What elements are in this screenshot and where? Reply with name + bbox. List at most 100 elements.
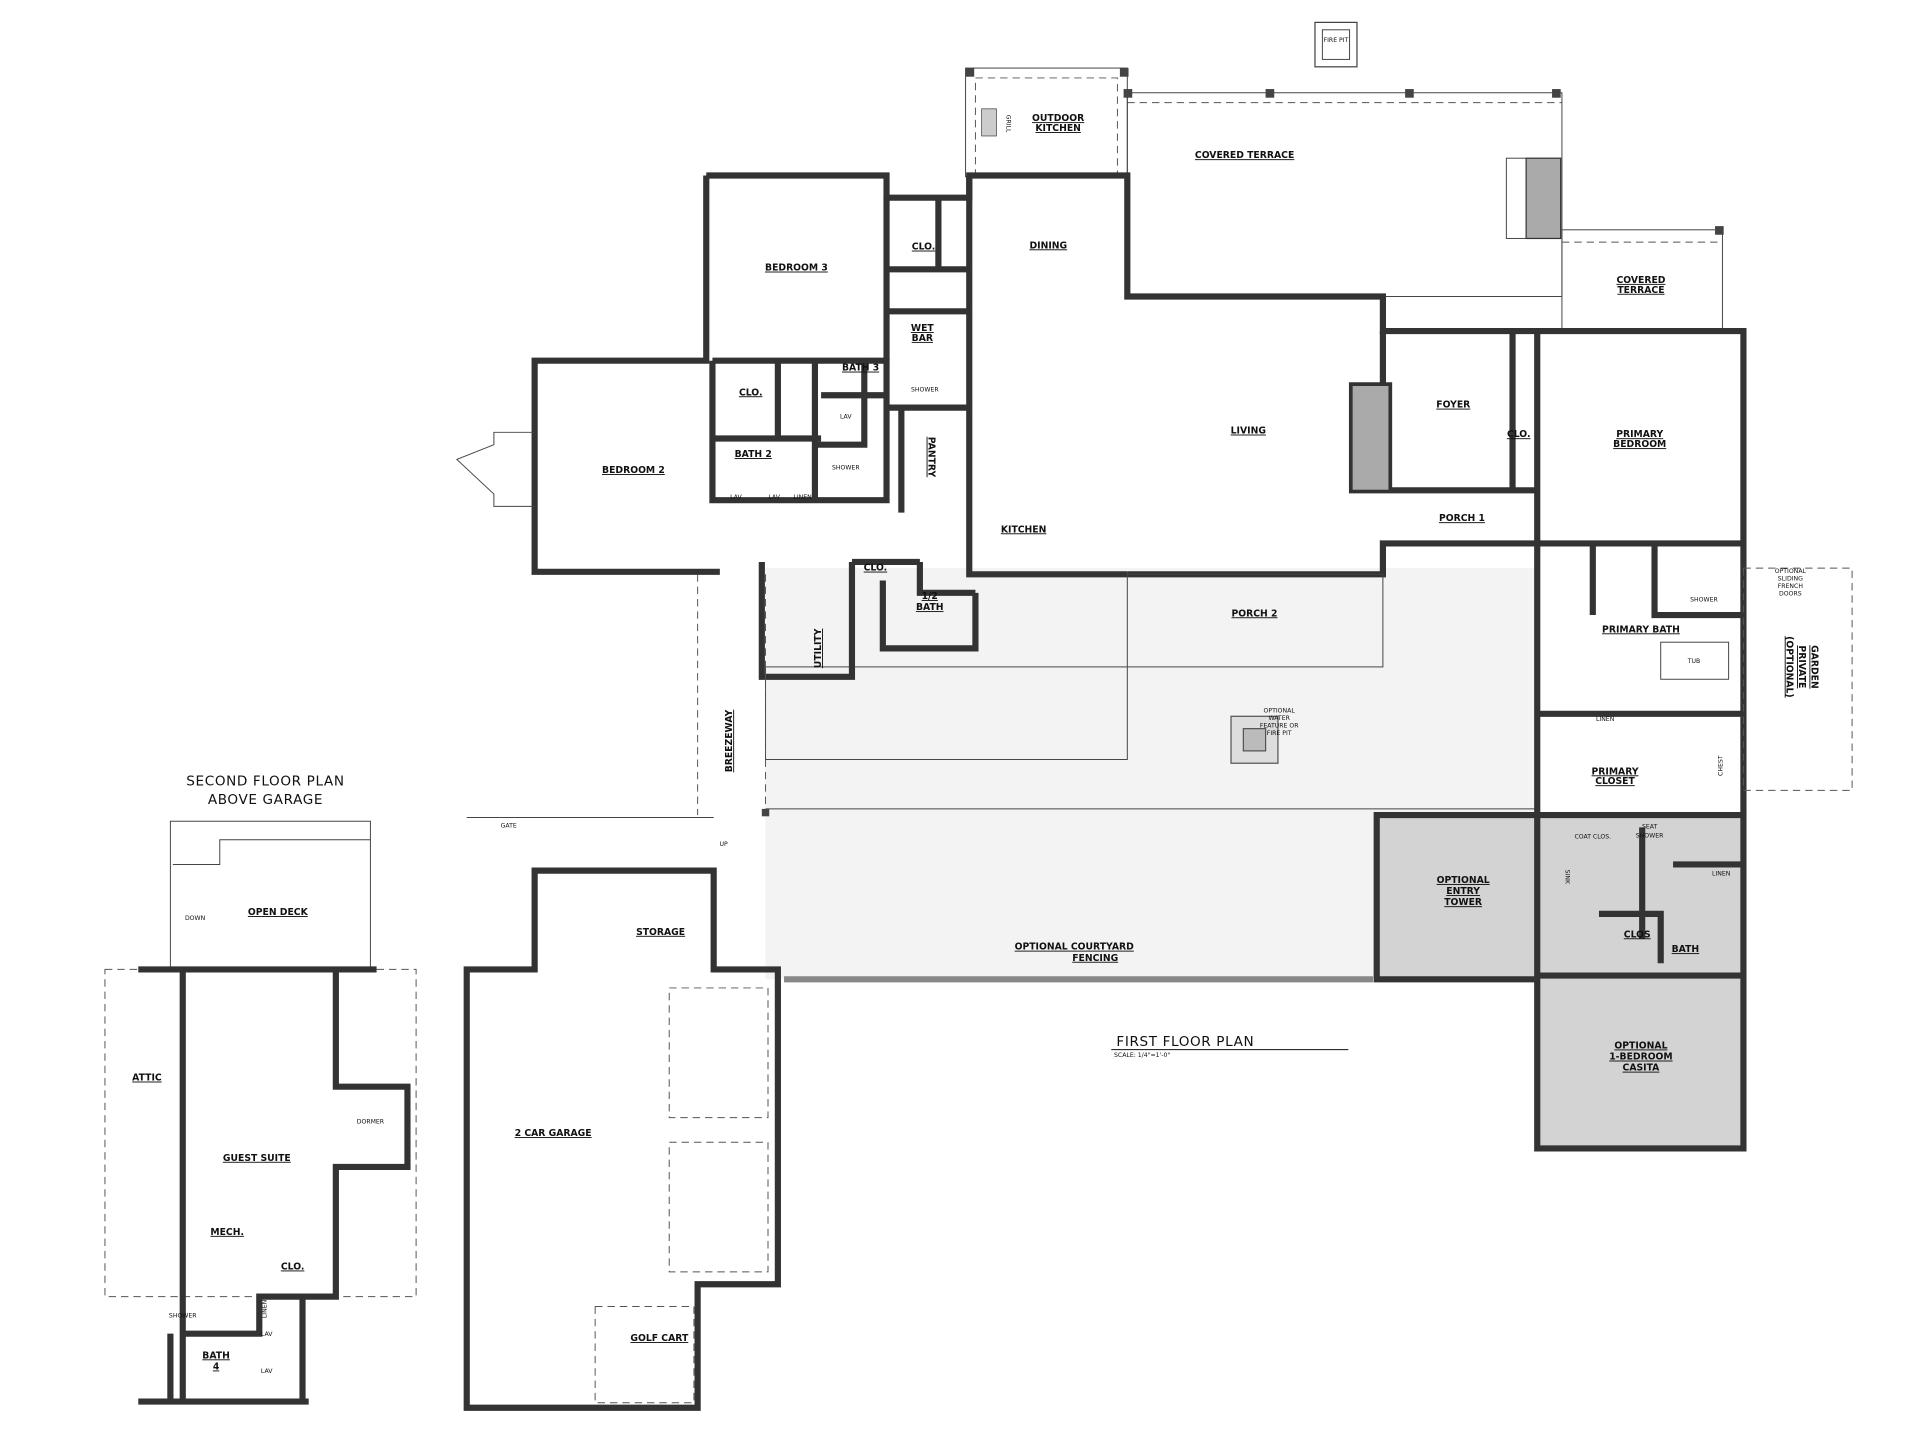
svg-text:BATH 3: BATH 3	[842, 363, 879, 374]
svg-text:2 CAR GARAGE: 2 CAR GARAGE	[515, 1128, 592, 1139]
svg-text:OPTIONAL: OPTIONAL	[1264, 708, 1296, 715]
svg-text:SEAT: SEAT	[1642, 824, 1658, 831]
terrace-fireplace	[1525, 157, 1562, 240]
svg-text:FIRE PIT: FIRE PIT	[1267, 730, 1292, 737]
svg-text:DINING: DINING	[1029, 240, 1067, 251]
svg-text:CLOS: CLOS	[1624, 929, 1651, 940]
svg-text:LINEN: LINEN	[262, 1300, 269, 1318]
svg-text:LAV: LAV	[840, 414, 852, 421]
svg-text:1/2: 1/2	[922, 591, 938, 602]
svg-text:OPTIONAL: OPTIONAL	[1437, 875, 1490, 886]
svg-text:CHEST: CHEST	[1717, 755, 1724, 776]
fire-pit: FIRE PIT	[1314, 21, 1358, 68]
svg-text:KITCHEN: KITCHEN	[1001, 524, 1047, 535]
svg-text:DORMER: DORMER	[357, 1119, 385, 1126]
svg-text:TUB: TUB	[1687, 658, 1701, 665]
svg-text:BATH: BATH	[1672, 944, 1700, 955]
svg-text:WET: WET	[911, 323, 935, 334]
svg-text:BATH 2: BATH 2	[735, 449, 772, 460]
svg-text:ABOVE GARAGE: ABOVE GARAGE	[208, 792, 323, 808]
svg-text:FOYER: FOYER	[1436, 400, 1470, 411]
svg-text:FENCING: FENCING	[1072, 953, 1118, 964]
svg-text:(OPTIONAL): (OPTIONAL)	[1784, 636, 1795, 698]
svg-text:DOORS: DOORS	[1779, 590, 1802, 597]
svg-text:STORAGE: STORAGE	[636, 927, 685, 938]
svg-text:SHOWER: SHOWER	[169, 1313, 197, 1320]
svg-text:OPTIONAL: OPTIONAL	[1775, 568, 1807, 575]
svg-text:PANTRY: PANTRY	[926, 437, 937, 478]
bedroom-2-bay	[455, 431, 535, 507]
svg-text:COVERED: COVERED	[1616, 275, 1665, 286]
svg-text:ATTIC: ATTIC	[132, 1073, 162, 1084]
svg-text:BEDROOM 3: BEDROOM 3	[765, 263, 828, 274]
svg-text:MECH.: MECH.	[210, 1227, 244, 1238]
svg-text:LAV: LAV	[261, 1331, 273, 1338]
svg-text:CLO.: CLO.	[1507, 429, 1531, 440]
svg-text:SHOWER: SHOWER	[832, 464, 860, 471]
svg-text:BEDROOM 2: BEDROOM 2	[602, 465, 665, 476]
svg-text:SINK: SINK	[1564, 870, 1571, 885]
svg-text:BREEZEWAY: BREEZEWAY	[724, 709, 735, 772]
tub-icon	[1660, 641, 1730, 680]
svg-text:GRILL: GRILL	[1004, 115, 1011, 133]
water-feature	[1230, 715, 1279, 764]
svg-text:LINEN: LINEN	[1596, 716, 1614, 723]
first-floor-title: FIRST FLOOR PLAN	[1116, 1034, 1254, 1050]
svg-text:1-BEDROOM: 1-BEDROOM	[1609, 1052, 1672, 1063]
room-label: COVERED TERRACE	[1195, 150, 1294, 161]
svg-text:CLO.: CLO.	[281, 1261, 305, 1272]
scale-text: SCALE: 1/4"=1'-0"	[1114, 1052, 1170, 1059]
svg-text:PRIMARY: PRIMARY	[1592, 766, 1639, 777]
svg-text:UTILITY: UTILITY	[813, 628, 824, 668]
svg-text:WATER: WATER	[1268, 715, 1290, 722]
svg-text:FRENCH: FRENCH	[1778, 583, 1804, 590]
svg-text:SHOWER: SHOWER	[1636, 832, 1664, 839]
svg-text:PORCH 2: PORCH 2	[1232, 608, 1278, 619]
grill-icon	[981, 108, 997, 137]
svg-text:UP: UP	[719, 841, 728, 848]
svg-text:LINEN: LINEN	[793, 494, 811, 501]
svg-text:LINEN: LINEN	[1712, 871, 1730, 878]
svg-text:CASITA: CASITA	[1623, 1063, 1661, 1074]
second-floor-walls	[104, 820, 417, 1405]
svg-text:LAV: LAV	[261, 1368, 273, 1375]
svg-text:GOLF CART: GOLF CART	[630, 1333, 689, 1344]
svg-text:PRIMARY: PRIMARY	[1616, 429, 1663, 440]
svg-text:FEATURE OR: FEATURE OR	[1260, 722, 1299, 729]
svg-text:LAV: LAV	[730, 494, 742, 501]
svg-text:TOWER: TOWER	[1444, 897, 1482, 908]
svg-text:SLIDING: SLIDING	[1778, 575, 1803, 582]
svg-text:BATH: BATH	[202, 1350, 230, 1361]
entry-tower-fill	[1376, 815, 1538, 980]
svg-text:SHOWER: SHOWER	[1690, 596, 1718, 603]
svg-text:BATH: BATH	[916, 602, 944, 613]
svg-text:FIRE PIT: FIRE PIT	[1324, 37, 1349, 44]
svg-text:DOWN: DOWN	[185, 915, 205, 922]
svg-text:PRIVATE: PRIVATE	[1796, 645, 1807, 688]
svg-text:COAT CLOS.: COAT CLOS.	[1574, 834, 1611, 841]
svg-text:CLO.: CLO.	[739, 387, 763, 398]
svg-text:4: 4	[213, 1361, 220, 1372]
svg-text:ENTRY: ENTRY	[1446, 886, 1480, 897]
svg-text:GATE: GATE	[501, 822, 517, 829]
svg-text:PRIMARY BATH: PRIMARY BATH	[1602, 624, 1680, 635]
svg-text:BEDROOM: BEDROOM	[1613, 439, 1666, 450]
svg-text:OPEN DECK: OPEN DECK	[248, 907, 309, 918]
svg-text:KITCHEN: KITCHEN	[1035, 123, 1081, 134]
svg-text:LAV: LAV	[768, 494, 780, 501]
living-fireplace	[1351, 384, 1390, 491]
svg-text:GUEST SUITE: GUEST SUITE	[223, 1153, 291, 1164]
svg-text:CLO.: CLO.	[864, 563, 888, 574]
svg-text:OPTIONAL COURTYARD: OPTIONAL COURTYARD	[1015, 942, 1135, 953]
svg-text:OPTIONAL: OPTIONAL	[1614, 1040, 1667, 1051]
svg-text:PORCH 1: PORCH 1	[1439, 513, 1485, 524]
svg-text:TERRACE: TERRACE	[1617, 285, 1664, 296]
svg-text:CLO.: CLO.	[912, 242, 936, 253]
room-label: OUTDOOR	[1032, 113, 1084, 124]
svg-text:GARDEN: GARDEN	[1808, 645, 1819, 689]
svg-text:LIVING: LIVING	[1231, 426, 1266, 437]
svg-text:CLOSET: CLOSET	[1595, 776, 1635, 787]
second-floor-title: SECOND FLOOR PLAN	[186, 773, 344, 789]
svg-text:BAR: BAR	[912, 333, 933, 344]
